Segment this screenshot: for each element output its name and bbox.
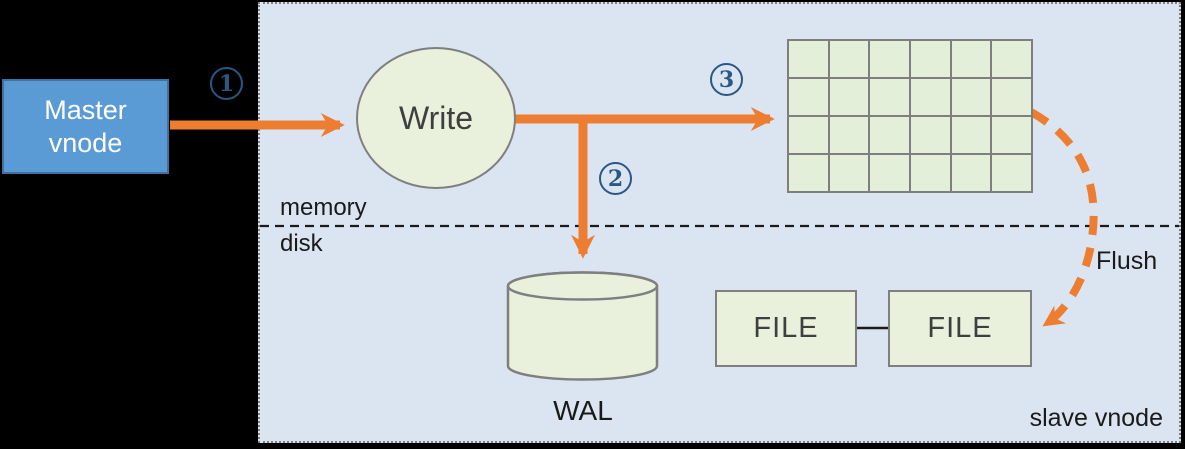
memtable-cell [992,79,1031,115]
memtable-cell [992,41,1031,77]
file-box-left-label: FILE [753,312,819,344]
memtable-cell [911,41,950,77]
memtable-cell [829,79,869,115]
memtable-cell [911,117,950,153]
memtable-cell [951,41,991,77]
memtable-grid [787,39,1033,193]
memtable-cell [789,41,828,77]
file-box-left: FILE [715,290,857,367]
memtable-cell [789,79,828,115]
memtable-cell [911,155,950,191]
master-vnode-box: Master vnode [2,79,169,174]
file-box-right-label: FILE [927,312,993,344]
memtable-cell [992,155,1031,191]
memtable-cell [789,155,828,191]
memtable-cell [951,117,991,153]
step-2-badge: 2 [599,162,632,195]
memtable-cell [829,155,869,191]
memtable-cell [870,117,909,153]
memtable-cell [829,41,869,77]
memtable-cell [911,79,950,115]
flush-label: Flush [1096,247,1158,275]
file-box-right: FILE [888,290,1032,367]
step-1-badge: 1 [210,67,243,100]
master-vnode-label: Master vnode [44,94,127,158]
disk-label: disk [280,230,323,257]
memtable-cell [951,155,991,191]
memory-label: memory [280,194,367,221]
memtable-cell [992,117,1031,153]
memtable-cell [951,79,991,115]
memtable-cell [870,155,909,191]
memtable-cell [829,117,869,153]
slave-vnode-label: slave vnode [1029,404,1163,432]
memtable-cell [870,41,909,77]
write-node-label: Write [398,99,474,136]
step-3-badge: 3 [710,63,743,96]
memtable-cell [789,117,828,153]
wal-label: WAL [553,395,613,426]
memtable-cell [870,79,909,115]
write-node: Write [356,47,516,189]
